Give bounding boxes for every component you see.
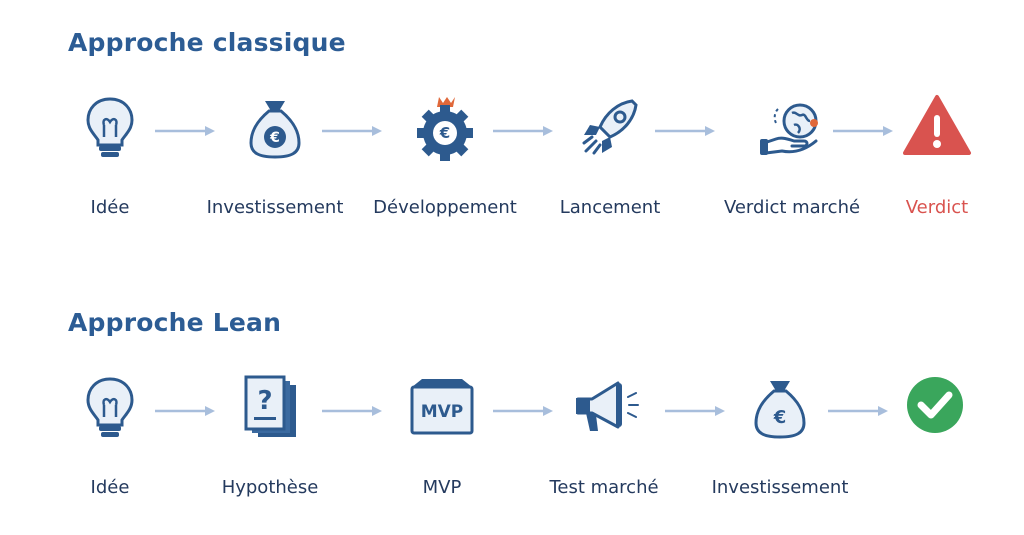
flow-lean: Idée ? Hypothèse MVP MVP bbox=[0, 365, 1024, 505]
money-bag-euro-icon: € bbox=[239, 91, 311, 163]
warning-triangle-icon bbox=[901, 91, 973, 163]
step-mvp: MVP MVP bbox=[362, 365, 522, 505]
mvp-icon-text: MVP bbox=[421, 402, 464, 422]
step-lancement: Lancement bbox=[530, 85, 690, 225]
step-label-warning: Verdict bbox=[905, 197, 969, 218]
flow-arrow bbox=[665, 405, 727, 417]
flow-arrow bbox=[155, 125, 217, 137]
step-verdict-marche: Verdict marché bbox=[712, 85, 872, 225]
svg-text:?: ? bbox=[257, 386, 272, 416]
flow-arrow bbox=[493, 125, 555, 137]
lightbulb-icon bbox=[74, 371, 146, 443]
mvp-box-icon: MVP bbox=[406, 371, 478, 443]
gear-euro-icon: € bbox=[409, 91, 481, 163]
money-bag-euro-icon: € bbox=[744, 371, 816, 443]
step-hypothese: ? Hypothèse bbox=[190, 365, 350, 505]
step-label: Investissement bbox=[711, 477, 849, 498]
step-test-marche: Test marché bbox=[524, 365, 684, 505]
svg-text:€: € bbox=[773, 407, 787, 428]
step-label: Verdict marché bbox=[723, 197, 861, 218]
flow-arrow bbox=[493, 405, 555, 417]
step-label: Lancement bbox=[559, 197, 661, 218]
flow-classique: Idée € Investissement bbox=[0, 85, 1024, 225]
step-label: Développement bbox=[373, 197, 517, 218]
globe-hand-icon bbox=[756, 91, 828, 163]
step-investissement: € Investissement bbox=[195, 85, 355, 225]
step-label: Investissement bbox=[206, 197, 344, 218]
flow-arrow bbox=[828, 405, 890, 417]
step-label: Hypothèse bbox=[221, 477, 319, 498]
flow-arrow bbox=[322, 405, 384, 417]
flow-arrow bbox=[322, 125, 384, 137]
question-document-icon: ? bbox=[234, 371, 306, 443]
step-developpement: € Développement bbox=[365, 85, 525, 225]
section-title-classique: Approche classique bbox=[68, 28, 346, 57]
rocket-icon bbox=[574, 91, 646, 163]
step-label: MVP bbox=[422, 477, 462, 498]
svg-text:€: € bbox=[269, 130, 280, 146]
flow-arrow bbox=[155, 405, 217, 417]
check-circle-icon bbox=[899, 371, 971, 443]
svg-text:€: € bbox=[439, 124, 450, 142]
section-title-lean: Approche Lean bbox=[68, 308, 282, 337]
step-investissement: € Investissement bbox=[700, 365, 860, 505]
step-label: Idée bbox=[90, 477, 130, 498]
step-idee: Idée bbox=[30, 85, 190, 225]
flow-arrow bbox=[833, 125, 895, 137]
lightbulb-icon bbox=[74, 91, 146, 163]
step-label: Test marché bbox=[549, 477, 659, 498]
step-success bbox=[855, 365, 1015, 505]
step-idee: Idée bbox=[30, 365, 190, 505]
flow-arrow bbox=[655, 125, 717, 137]
megaphone-icon bbox=[568, 371, 640, 443]
step-verdict: Verdict bbox=[857, 85, 1017, 225]
step-label: Idée bbox=[90, 197, 130, 218]
